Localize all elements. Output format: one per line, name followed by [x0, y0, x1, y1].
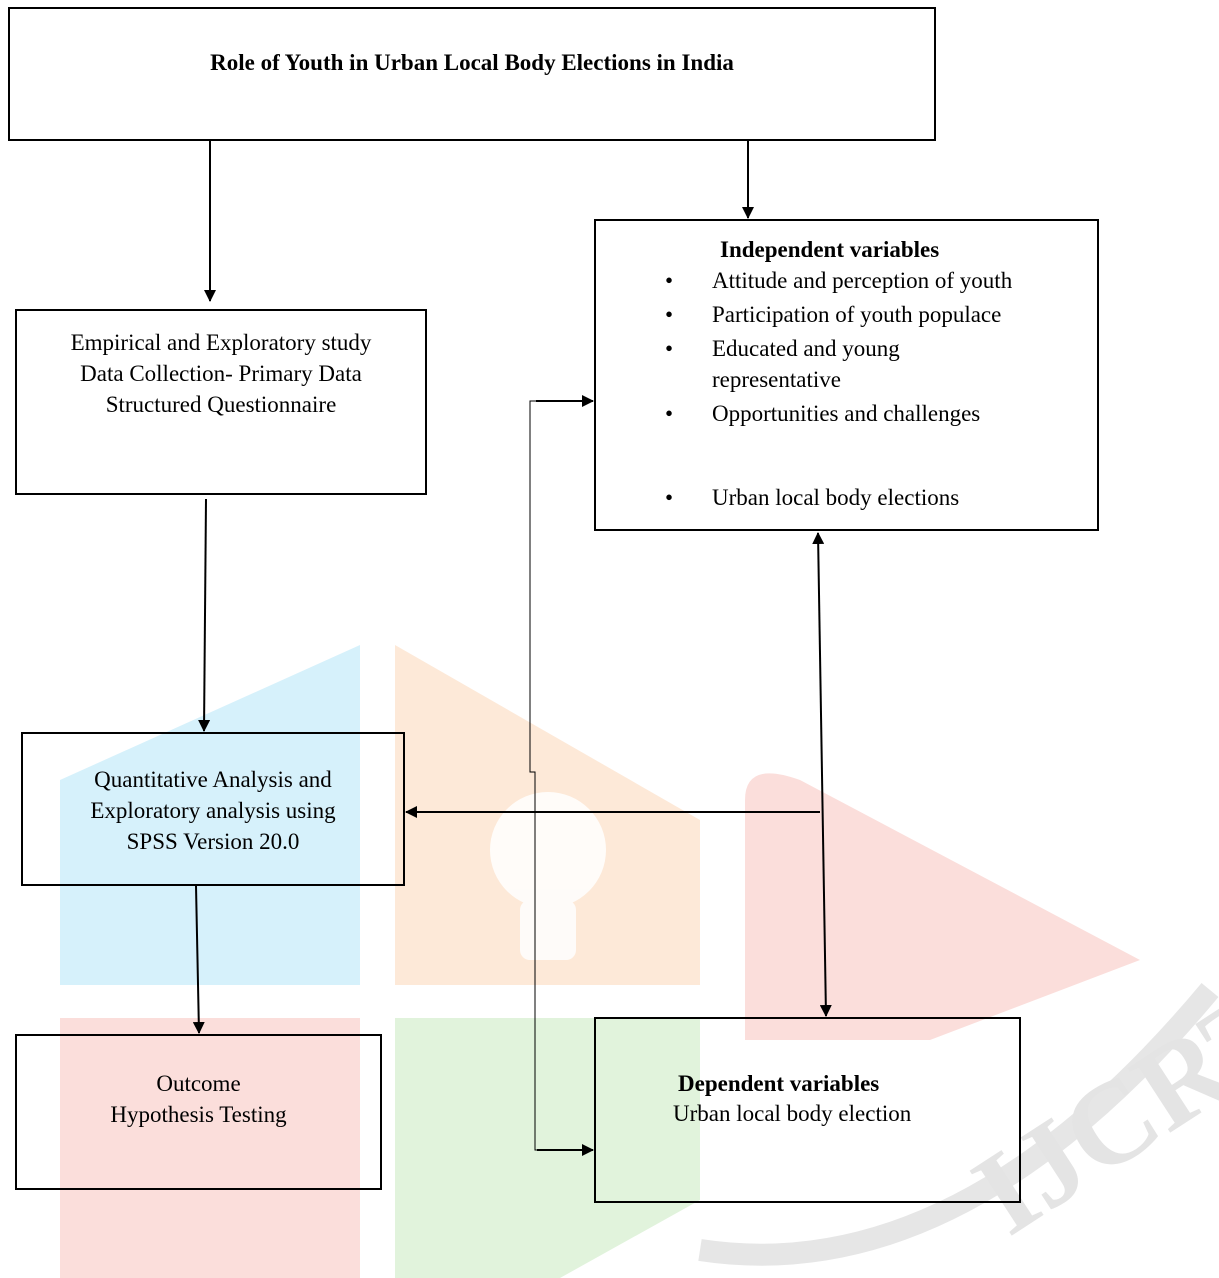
independent-heading: Independent variables: [720, 237, 940, 262]
connector-left-bracket: [529, 400, 540, 1151]
list-item: • Educated and young representative: [596, 333, 1097, 395]
analysis-line: Exploratory analysis using: [90, 798, 336, 823]
bullet-icon: •: [665, 336, 674, 361]
watermark-red-block: [60, 773, 1140, 1278]
method-box: Empirical and Exploratory study Data Col…: [15, 309, 427, 495]
bullet-icon: •: [665, 268, 674, 293]
watermark-bulb-shape: [490, 792, 606, 960]
list-item: • Attitude and perception of youth: [596, 265, 1097, 296]
outcome-line: Outcome: [156, 1071, 241, 1096]
list-item-label: Participation of youth populace: [712, 302, 1002, 327]
list-item: • Opportunities and challenges: [596, 398, 1097, 429]
list-item: • Participation of youth populace: [596, 299, 1097, 330]
diagram-title: Role of Youth in Urban Local Body Electi…: [210, 50, 734, 75]
independent-list: • Attitude and perception of youth • Parti…: [596, 265, 1097, 516]
arrow-analysis-to-outcome: [192, 885, 205, 1034]
analysis-box: Quantitative Analysis and Exploratory an…: [21, 732, 405, 886]
outcome-box: Outcome Hypothesis Testing: [15, 1034, 382, 1190]
method-line: Empirical and Exploratory study: [70, 330, 372, 355]
list-item-label: Educated and young representative: [712, 336, 900, 392]
method-line: Data Collection- Primary Data: [80, 361, 362, 386]
list-item-label: Urban local body elections: [712, 485, 960, 510]
bullet-icon: •: [665, 485, 674, 510]
watermark-blue-block: [60, 645, 360, 985]
dependent-variables-box: Dependent variables Urban local body ele…: [594, 1017, 1021, 1203]
arrow-method-to-analysis: [198, 498, 211, 732]
list-item-label: Attitude and perception of youth: [712, 268, 1013, 293]
independent-variables-box: Independent variables • Attitude and perc…: [594, 219, 1099, 531]
list-item-label: Opportunities and challenges: [712, 401, 981, 426]
dependent-heading: Dependent variables: [678, 1071, 880, 1096]
bullet-icon: •: [665, 401, 674, 426]
analysis-line: SPSS Version 20.0: [126, 829, 300, 854]
outcome-line: Hypothesis Testing: [110, 1102, 287, 1127]
dependent-subtitle: Urban local body election: [673, 1101, 912, 1126]
watermark-swoosh: [698, 982, 1219, 1266]
list-item: • Urban local body elections: [596, 482, 1097, 513]
arrow-independent-dependent: [812, 532, 832, 1017]
analysis-line: Quantitative Analysis and: [94, 767, 332, 792]
bullet-icon: •: [665, 302, 674, 327]
watermark-green-block: [395, 1018, 700, 1278]
method-line: Structured Questionnaire: [105, 392, 337, 417]
title-box: Role of Youth in Urban Local Body Electi…: [8, 7, 936, 141]
